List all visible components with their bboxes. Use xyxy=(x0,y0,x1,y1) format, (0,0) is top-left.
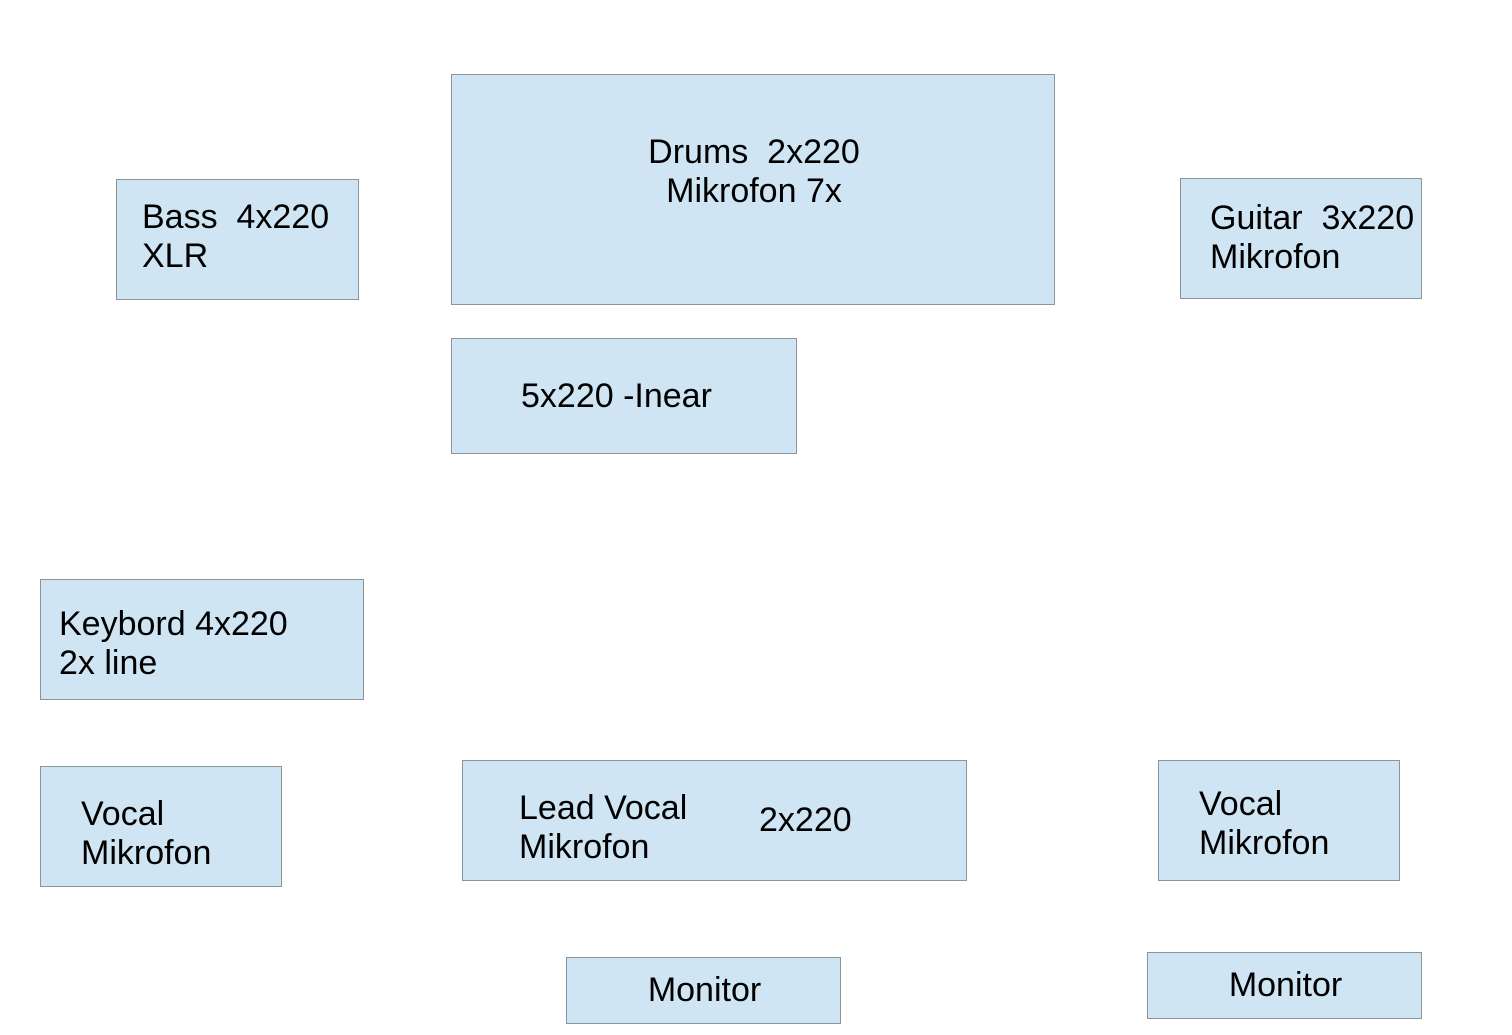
guitar-label-line1: Guitar 3x220 xyxy=(1210,199,1415,237)
bass-label-line2: XLR xyxy=(142,237,209,275)
monitor-center-box: Monitor xyxy=(566,957,841,1024)
drums-box: Drums 2x220 Mikrofon 7x xyxy=(451,74,1055,305)
vocal-left-label-line2: Mikrofon xyxy=(81,834,212,872)
monitor-right-label: Monitor xyxy=(1228,966,1343,1004)
inear-label: 5x220 -Inear xyxy=(521,377,712,416)
vocal-left-label: Vocal Mikrofon xyxy=(81,795,211,873)
lead-vocal-label-line2: Mikrofon xyxy=(519,828,650,866)
guitar-box: Guitar 3x220 Mikrofon xyxy=(1180,178,1422,299)
drums-label-line1: Drums 2x220 xyxy=(648,133,860,171)
drums-label-line2: Mikrofon 7x xyxy=(666,172,842,210)
vocal-right-label: Vocal Mikrofon xyxy=(1199,785,1329,863)
vocal-left-label-line1: Vocal xyxy=(81,795,165,833)
keyboard-label-line2: 2x line xyxy=(59,644,158,682)
lead-vocal-power: 2x220 xyxy=(759,801,852,839)
vocal-left-box: Vocal Mikrofon xyxy=(40,766,282,887)
monitor-center-label: Monitor xyxy=(647,971,762,1009)
inear-box: 5x220 -Inear xyxy=(451,338,797,454)
keyboard-box: Keybord 4x220 2x line xyxy=(40,579,364,700)
lead-vocal-box: Lead Vocal Mikrofon 2x220 xyxy=(462,760,967,881)
inear-label-line1: 5x220 -Inear xyxy=(521,377,712,415)
vocal-right-label-line1: Vocal xyxy=(1199,785,1283,823)
guitar-label-line2: Mikrofon xyxy=(1210,238,1341,276)
bass-label-line1: Bass 4x220 xyxy=(142,198,330,236)
monitor-right-box: Monitor xyxy=(1147,952,1422,1019)
vocal-right-label-line2: Mikrofon xyxy=(1199,824,1330,862)
guitar-label: Guitar 3x220 Mikrofon xyxy=(1210,199,1414,277)
bass-box: Bass 4x220 XLR xyxy=(116,179,359,300)
vocal-right-box: Vocal Mikrofon xyxy=(1158,760,1400,881)
keyboard-label: Keybord 4x220 2x line xyxy=(59,605,288,683)
drums-label: Drums 2x220 Mikrofon 7x xyxy=(452,133,1056,211)
lead-vocal-label: Lead Vocal Mikrofon xyxy=(519,789,687,867)
bass-label: Bass 4x220 XLR xyxy=(142,198,329,276)
lead-vocal-label-line1: Lead Vocal xyxy=(519,789,688,827)
keyboard-label-line1: Keybord 4x220 xyxy=(59,605,288,643)
